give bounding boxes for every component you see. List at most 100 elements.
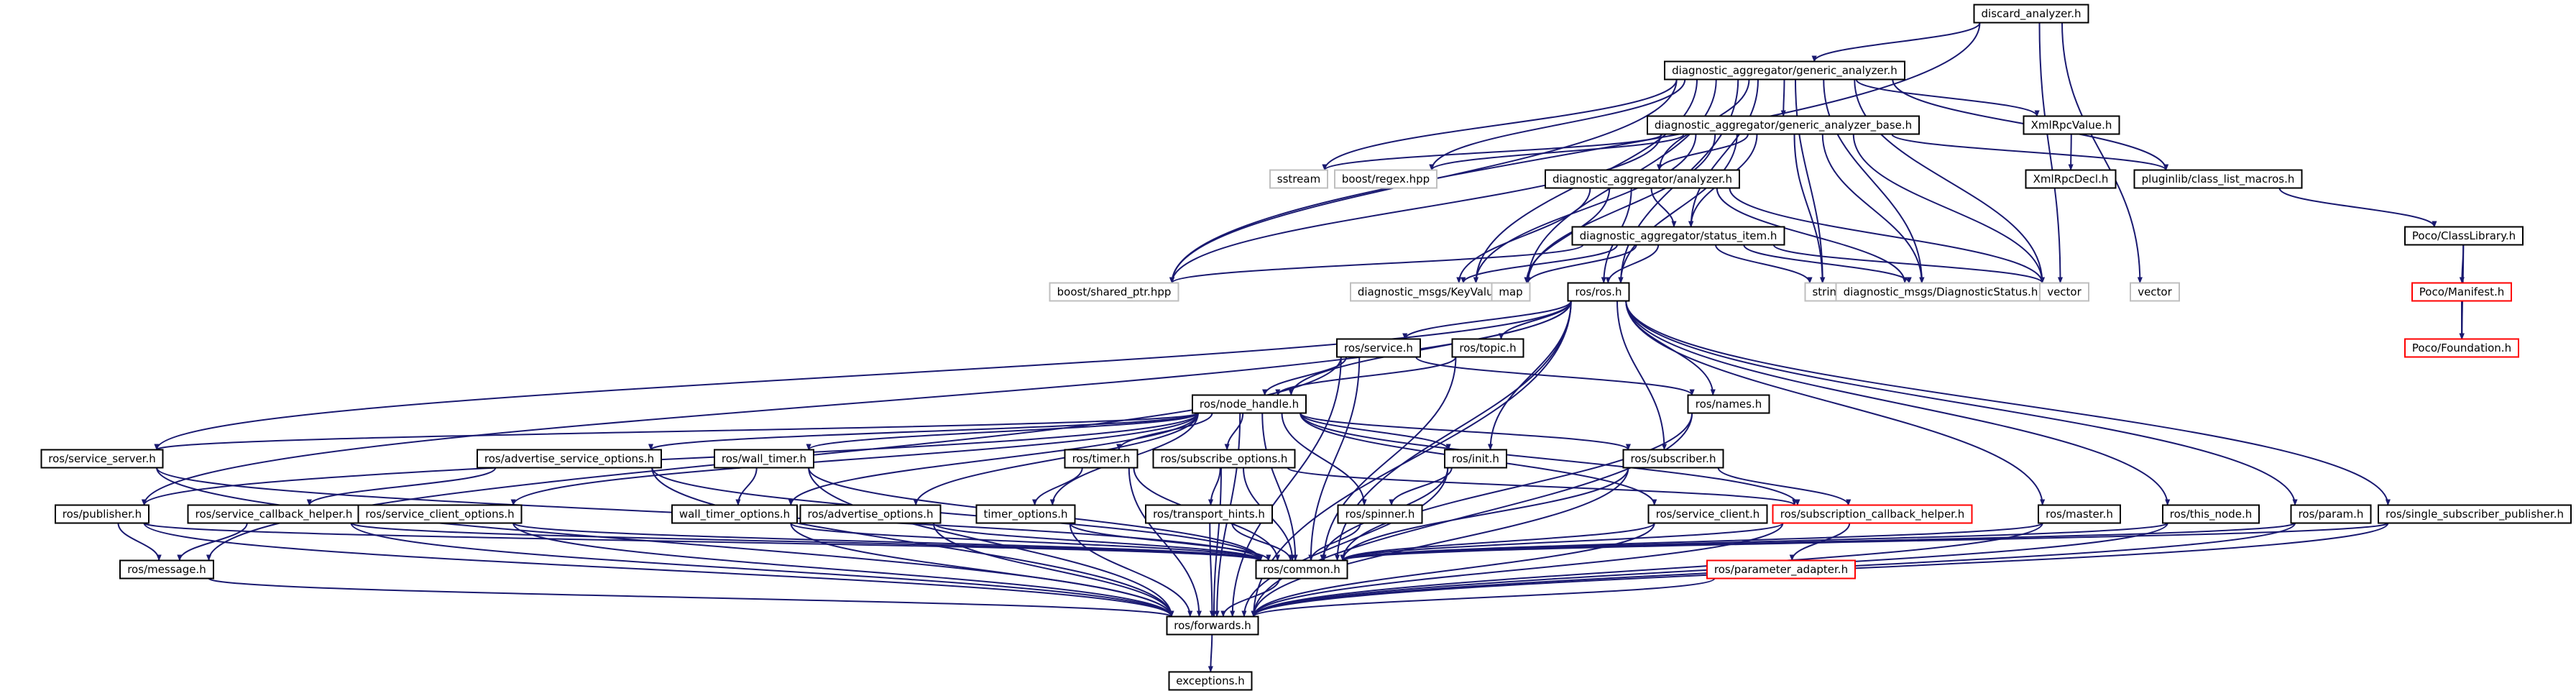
node-box	[2133, 169, 2303, 189]
node-ros-transport-hints-h[interactable]: ros/transport_hints.h	[1145, 504, 1273, 524]
node-label: map	[1499, 285, 1522, 298]
node-box	[2039, 282, 2089, 302]
node-discard-analyzer-h[interactable]: discard_analyzer.h	[1973, 4, 2089, 24]
node-label: ros/timer.h	[1072, 452, 1131, 465]
edge-n28-to-n49	[1128, 467, 1202, 618]
edge-n23-to-n47	[1261, 413, 1298, 562]
edge-n14-to-n31	[1616, 301, 1668, 451]
edge-n1-to-n3	[1855, 79, 2040, 117]
node-label: diagnostic_msgs/DiagnosticStatus.h	[1844, 285, 2038, 299]
edge-n23-to-n34	[510, 413, 1199, 506]
node-timer-options-h[interactable]: timer_options.h	[975, 504, 1076, 524]
node-ros-topic-h[interactable]: ros/topic.h	[1451, 338, 1524, 358]
edge-n29-to-n38	[1208, 467, 1221, 506]
edge-n22-to-n47	[1321, 357, 1457, 562]
edge-n37-to-n49	[1069, 523, 1193, 618]
node-poco-foundation-h[interactable]: Poco/Foundation.h	[2404, 338, 2519, 358]
edge-n32-to-n46	[117, 523, 162, 562]
edge-n36-to-n49	[932, 523, 1174, 618]
edge-n49-to-n50	[1208, 634, 1213, 673]
node-box	[1647, 115, 1920, 135]
node-label: ros/message.h	[127, 563, 206, 576]
node-ros-advertise-service-options-h[interactable]: ros/advertise_service_options.h	[477, 449, 662, 469]
edge-n29-to-n49	[1211, 467, 1222, 618]
edge-n39-to-n47	[1308, 523, 1361, 562]
node-box	[1622, 449, 1724, 469]
node-ros-service-callback-helper-h[interactable]: ros/service_callback_helper.h	[187, 504, 361, 524]
edge-n23-to-n39	[1281, 413, 1367, 506]
node-ros-common-h[interactable]: ros/common.h	[1255, 559, 1348, 580]
node-label: boost/shared_ptr.hpp	[1057, 285, 1172, 299]
edge-n23-to-n26	[648, 412, 1199, 451]
node-ros-subscription-callback-helper-h[interactable]: ros/subscription_callback_helper.h	[1772, 504, 1973, 524]
node-ros-single-subscriber-publisher-h[interactable]: ros/single_subscriber_publisher.h	[2378, 504, 2572, 524]
node-exceptions-h[interactable]: exceptions.h	[1168, 671, 1253, 691]
edge-n33-to-n49	[350, 523, 1174, 618]
node-ros-master-h[interactable]: ros/master.h	[2038, 504, 2121, 524]
node-wall-timer-options-h[interactable]: wall_timer_options.h	[671, 504, 798, 524]
node-diagnostic-aggregator-analyzer-h[interactable]: diagnostic_aggregator/analyzer.h	[1545, 169, 1740, 189]
node-label: ros/common.h	[1263, 563, 1340, 576]
node-label: XmlRpcValue.h	[2031, 119, 2112, 132]
node-ros-names-h[interactable]: ros/names.h	[1687, 394, 1770, 414]
edge-n0-to-n17	[2038, 22, 2064, 284]
node-box	[40, 449, 164, 469]
node-ros-this-node-h[interactable]: ros/this_node.h	[2162, 504, 2260, 524]
edge-n26-to-n47	[651, 467, 1264, 562]
node-box	[1451, 338, 1524, 358]
node-ros-param-h[interactable]: ros/param.h	[2290, 504, 2372, 524]
node-ros-forwards-h[interactable]: ros/forwards.h	[1166, 615, 1259, 636]
node-diagnostic-aggregator-generic-analyzer-h[interactable]: diagnostic_aggregator/generic_analyzer.h	[1664, 60, 1905, 81]
node-ros-message-h[interactable]: ros/message.h	[119, 559, 214, 580]
edge-n23-to-n30	[1300, 413, 1451, 451]
edge-n21-to-n49	[1230, 357, 1342, 618]
node-label: diagnostic_aggregator/analyzer.h	[1552, 173, 1732, 186]
node-box	[1064, 449, 1138, 469]
edge-n8-to-n10	[2278, 188, 2437, 228]
edge-n31-to-n47	[1340, 467, 1629, 562]
node-box	[1973, 4, 2089, 24]
node-box	[55, 504, 150, 524]
node-poco-manifest-h[interactable]: Poco/Manifest.h	[2411, 282, 2512, 302]
node-ros-parameter-adapter-h[interactable]: ros/parameter_adapter.h	[1706, 559, 1856, 580]
node-ros-spinner-h[interactable]: ros/spinner.h	[1337, 504, 1423, 524]
node-box	[1336, 338, 1421, 358]
node-box	[671, 504, 798, 524]
node-label: ros/transport_hints.h	[1153, 508, 1265, 521]
edge-n14-to-n44	[1625, 301, 2298, 506]
node-label: ros/subscription_callback_helper.h	[1780, 508, 1965, 521]
node-map: map	[1491, 282, 1531, 302]
node-xmlrpcvalue-h[interactable]: XmlRpcValue.h	[2023, 115, 2120, 135]
node-ros-advertise-options-h[interactable]: ros/advertise_options.h	[799, 504, 942, 524]
node-diagnostic-aggregator-status-item-h[interactable]: diagnostic_aggregator/status_item.h	[1571, 226, 1785, 246]
edge-n2-to-n6	[1656, 134, 1749, 171]
node-label: diagnostic_msgs/KeyValue.h	[1358, 285, 1510, 299]
node-ros-service-client-h[interactable]: ros/service_client.h	[1647, 504, 1768, 524]
edge-n14-to-n42	[1625, 301, 2046, 506]
node-diagnostic-aggregator-generic-analyzer-base-h[interactable]: diagnostic_aggregator/generic_analyzer_b…	[1647, 115, 1920, 135]
node-ros-wall-timer-h[interactable]: ros/wall_timer.h	[714, 449, 814, 469]
node-ros-init-h[interactable]: ros/init.h	[1444, 449, 1507, 469]
node-ros-publisher-h[interactable]: ros/publisher.h	[55, 504, 150, 524]
node-ros-subscribe-options-h[interactable]: ros/subscribe_options.h	[1152, 449, 1296, 469]
node-ros-subscriber-h[interactable]: ros/subscriber.h	[1622, 449, 1724, 469]
edge-n31-to-n41	[1717, 467, 1852, 506]
node-ros-service-h[interactable]: ros/service.h	[1336, 338, 1421, 358]
node-label: ros/service_client.h	[1656, 508, 1760, 521]
node-box	[1350, 282, 1518, 302]
node-label: ros/node_handle.h	[1200, 398, 1299, 411]
node-poco-classlibrary-h[interactable]: Poco/ClassLibrary.h	[2404, 226, 2524, 246]
edge-n21-to-n23	[1262, 357, 1347, 396]
node-xmlrpcdecl-h[interactable]: XmlRpcDecl.h	[2025, 169, 2117, 189]
node-ros-timer-h[interactable]: ros/timer.h	[1064, 449, 1138, 469]
node-ros-service-client-options-h[interactable]: ros/service_client_options.h	[357, 504, 523, 524]
node-label: ros/names.h	[1696, 398, 1762, 411]
node-label: ros/advertise_service_options.h	[484, 452, 654, 466]
node-pluginlib-class-list-macros-h[interactable]: pluginlib/class_list_macros.h	[2133, 169, 2303, 189]
node-ros-service-server-h[interactable]: ros/service_server.h	[40, 449, 164, 469]
node-ros-ros-h[interactable]: ros/ros.h	[1567, 282, 1630, 302]
node-label: ros/subscribe_options.h	[1161, 452, 1288, 466]
edge-n14-to-n32	[142, 301, 1572, 506]
node-ros-node-handle-h[interactable]: ros/node_handle.h	[1192, 394, 1307, 414]
edge-n9-to-n12	[1460, 244, 1618, 284]
